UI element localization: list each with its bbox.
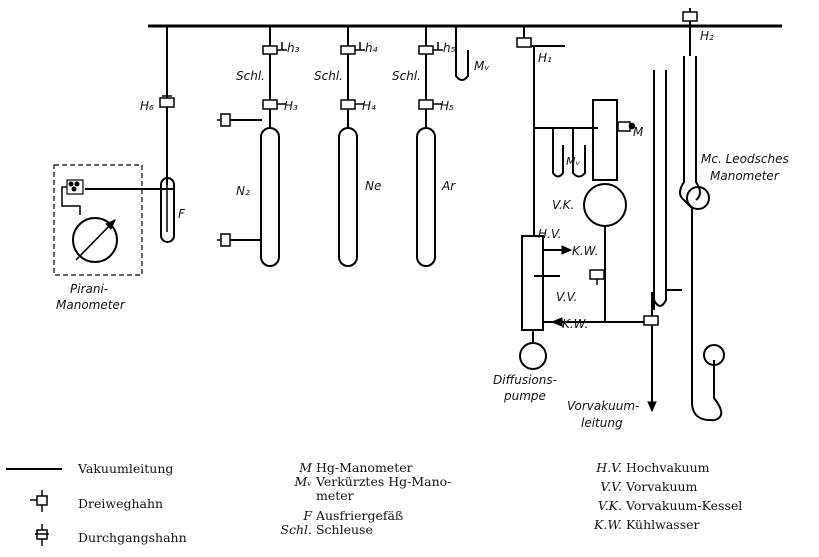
- label-h1: H₁: [538, 51, 552, 65]
- label-pirani-2: Manometer: [56, 298, 126, 312]
- label-vk: V.K.: [552, 198, 574, 212]
- label-h3: H₃: [284, 99, 298, 113]
- legend-sym-hv: H.V.: [596, 460, 622, 475]
- ne-branch: [338, 26, 358, 267]
- label-vorvakuum-2: leitung: [581, 416, 623, 430]
- label-m: M: [633, 125, 644, 139]
- valve-h5: [418, 99, 442, 110]
- legend-text-vk: Vorvakuum-Kessel: [625, 498, 743, 513]
- valve-n2-lower: [217, 233, 231, 247]
- h1-branch: [523, 26, 598, 277]
- legend-durchgangshahn: Durchgangshahn: [78, 530, 187, 545]
- valve-h2: [682, 8, 698, 22]
- hg-manometer-m: [653, 70, 682, 310]
- legend-text-schl: Schleuse: [315, 522, 373, 537]
- label-n2: N₂: [236, 184, 250, 198]
- valve-h-small-4: [340, 42, 365, 55]
- straight-valve-icon: [35, 524, 49, 546]
- label-vorvakuum-1: Vorvakuum-: [567, 399, 639, 413]
- legend-text-f: Ausfriergefäß: [315, 508, 404, 523]
- vacuum-apparatus-diagram: h₃ h₄ h₅ Schl. Schl. Schl. Mᵥ H₁ H₂ H₃ H…: [53, 8, 789, 430]
- legend-column-symbols: Vakuumleitung Dreiweghahn Durchgangshahn: [0, 450, 240, 557]
- n2-branch: [222, 26, 280, 267]
- legend-text-meter: meter: [315, 488, 354, 503]
- flow-arrows: [550, 245, 573, 327]
- label-ne: Ne: [365, 179, 381, 193]
- label-h4-small: h₄: [365, 41, 378, 55]
- legend-sym-schl: Schl.: [280, 522, 312, 537]
- label-h2: H₂: [700, 29, 714, 43]
- label-ar: Ar: [441, 179, 456, 193]
- label-h5-small: h₅: [443, 41, 456, 55]
- label-hv: H.V.: [538, 227, 561, 241]
- legend-line-symbol: [6, 468, 62, 470]
- legend-sym-kw: K.W.: [594, 517, 622, 532]
- valve-h3: [262, 99, 286, 110]
- three-way-valve-icon: [30, 490, 48, 512]
- label-kw-1: K.W.: [572, 244, 598, 258]
- legend: Vakuumleitung Dreiweghahn Durchgangshahn…: [0, 450, 819, 557]
- short-manometer-mv-top: [455, 26, 469, 81]
- fore-vacuum-vessel: [548, 99, 657, 413]
- label-h6: H₆: [140, 99, 154, 113]
- valve-h-small-3: [262, 42, 287, 55]
- label-kw-2: K.W.: [562, 317, 588, 331]
- legend-column-abbrev-2: H.V. Hochvakuum V.V. Vorvakuum V.K. Vorv…: [578, 450, 818, 557]
- mcleod-branch: [679, 8, 725, 422]
- valves: [159, 8, 698, 326]
- ar-branch: [416, 26, 436, 267]
- valve-h4: [340, 99, 364, 110]
- label-mcleod-2: Manometer: [710, 169, 780, 183]
- short-manometer-mv-right: [552, 128, 586, 178]
- legend-column-abbrev-1: M Hg-Manometer Mᵥ Verkürztes Hg-Mano- me…: [268, 450, 538, 557]
- label-pirani-1: Pirani-: [70, 282, 108, 296]
- label-schl-3: Schl.: [392, 69, 421, 83]
- valve-n2-upper: [217, 113, 231, 127]
- legend-text-vv: Vorvakuum: [625, 479, 698, 494]
- freeze-out-vessel-f: [160, 177, 175, 243]
- legend-sym-mv: Mᵥ: [294, 474, 312, 489]
- label-vv: V.V.: [556, 290, 577, 304]
- label-schl-1: Schl.: [236, 69, 265, 83]
- legend-text-kw: Kühlwasser: [625, 517, 700, 532]
- valve-fore-line: [643, 315, 659, 326]
- diffusion-pump: [519, 235, 562, 370]
- legend-sym-vv: V.V.: [600, 479, 622, 494]
- pirani-manometer: [53, 164, 143, 276]
- valve-h6: [159, 92, 175, 108]
- label-h5: H₅: [440, 99, 454, 113]
- legend-sym-m: M: [299, 460, 312, 475]
- valve-h1: [516, 34, 532, 48]
- label-mv-right: Mᵥ: [566, 155, 580, 168]
- legend-vakuumleitung: Vakuumleitung: [78, 461, 174, 476]
- label-f: F: [178, 207, 186, 221]
- label-h4: H₄: [362, 99, 376, 113]
- legend-text-hv: Hochvakuum: [625, 460, 710, 475]
- label-schl-2: Schl.: [314, 69, 343, 83]
- legend-text-mv: Verkürztes Hg-Mano-: [315, 474, 452, 489]
- valve-fore-vessel: [617, 121, 636, 132]
- label-diffusion-2: pumpe: [503, 389, 546, 403]
- legend-dreiweghahn: Dreiweghahn: [78, 496, 164, 511]
- valve-h-small-5: [418, 42, 443, 55]
- legend-sym-vk: V.K.: [597, 498, 622, 513]
- legend-text-m: Hg-Manometer: [315, 460, 413, 475]
- label-diffusion-1: Diffusions-: [493, 373, 557, 387]
- label-h3-small: h₃: [287, 41, 300, 55]
- label-mcleod-1: Mc. Leodsches: [701, 152, 789, 166]
- label-mv-top: Mᵥ: [474, 59, 489, 73]
- legend-sym-f: F: [303, 508, 312, 523]
- valve-pump-side: [589, 269, 605, 285]
